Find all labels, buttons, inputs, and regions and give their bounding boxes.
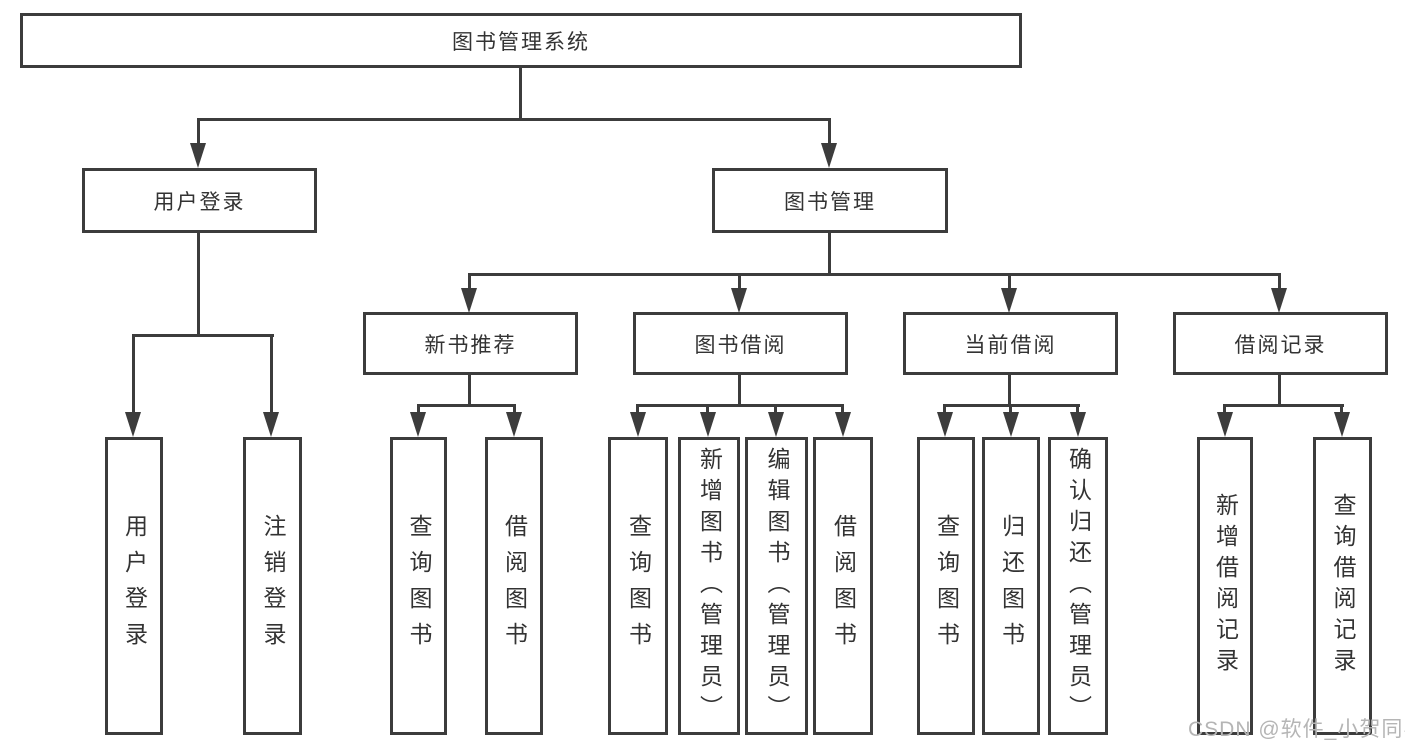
arrow-down-icon bbox=[821, 143, 837, 168]
leaf-add-books-admin: 新增图书（管理员） bbox=[678, 437, 740, 735]
connector-stub bbox=[1009, 404, 1012, 415]
arrow-down-icon bbox=[190, 143, 206, 168]
leaf-label: 查询借阅记录 bbox=[1330, 493, 1356, 679]
connector-stub-logout-leaf bbox=[270, 334, 273, 416]
connector-stub-book-borrow bbox=[738, 273, 741, 291]
connector-book-borrow-branch bbox=[636, 404, 844, 407]
connector-borrow-records-branch bbox=[1223, 404, 1344, 407]
arrow-down-icon bbox=[1070, 412, 1086, 437]
connector-stub bbox=[706, 404, 709, 415]
arrow-down-icon bbox=[937, 412, 953, 437]
leaf-user-login: 用户登录 bbox=[105, 437, 163, 735]
connector-stub bbox=[841, 404, 844, 415]
connector-stub-current-borrow bbox=[1008, 273, 1011, 291]
arrow-down-icon bbox=[630, 412, 646, 437]
connector-stub bbox=[774, 404, 777, 415]
connector-root-branch bbox=[197, 118, 831, 121]
leaf-borrow-books: 借阅图书 bbox=[813, 437, 873, 735]
connector-stub bbox=[1223, 404, 1226, 415]
connector-stub bbox=[1340, 404, 1343, 415]
arrow-down-icon bbox=[731, 288, 747, 313]
connector-root-stem bbox=[519, 66, 522, 121]
connector-user-login-stem bbox=[197, 233, 200, 337]
connector-borrow-records-stem bbox=[1278, 375, 1281, 407]
arrow-down-icon bbox=[1334, 412, 1350, 437]
connector-stub bbox=[1076, 404, 1079, 415]
node-user-login: 用户登录 bbox=[82, 168, 317, 233]
connector-stub-book-management bbox=[828, 118, 831, 148]
connector-stub bbox=[513, 404, 516, 415]
arrow-down-icon bbox=[1217, 412, 1233, 437]
connector-book-management-stem bbox=[828, 233, 831, 276]
arrow-down-icon bbox=[1001, 288, 1017, 313]
node-current-borrow: 当前借阅 bbox=[903, 312, 1118, 375]
leaf-edit-books-admin: 编辑图书（管理员） bbox=[745, 437, 808, 735]
leaf-label: 编辑图书（管理员） bbox=[764, 446, 790, 726]
node-book-management: 图书管理 bbox=[712, 168, 948, 233]
arrow-down-icon bbox=[835, 412, 851, 437]
leaf-add-borrow-record: 新增借阅记录 bbox=[1197, 437, 1253, 735]
leaf-label: 新增借阅记录 bbox=[1212, 493, 1239, 679]
leaf-label: 新增图书（管理员） bbox=[696, 446, 723, 726]
arrow-down-icon bbox=[768, 412, 784, 437]
connector-stub bbox=[636, 404, 639, 415]
connector-stub-user-login bbox=[197, 118, 200, 148]
leaf-query-books-current: 查询图书 bbox=[917, 437, 975, 735]
connector-new-book-branch bbox=[417, 404, 516, 407]
leaf-label: 查询图书 bbox=[406, 514, 432, 658]
csdn-watermark: CSDN @软件_小贺同学 bbox=[1188, 718, 1405, 741]
arrow-down-icon bbox=[125, 412, 141, 437]
arrow-down-icon bbox=[263, 412, 279, 437]
connector-stub bbox=[417, 404, 420, 415]
leaf-query-books-borrow: 查询图书 bbox=[608, 437, 668, 735]
arrow-down-icon bbox=[461, 288, 477, 313]
arrow-down-icon bbox=[1003, 412, 1019, 437]
connector-book-management-branch bbox=[468, 273, 1281, 276]
leaf-label: 借阅图书 bbox=[830, 514, 857, 658]
leaf-return-books: 归还图书 bbox=[982, 437, 1040, 735]
leaf-label: 归还图书 bbox=[998, 514, 1025, 658]
leaf-label: 用户登录 bbox=[121, 514, 148, 658]
connector-stub bbox=[943, 404, 946, 415]
arrow-down-icon bbox=[700, 412, 716, 437]
leaf-label: 查询图书 bbox=[625, 514, 652, 658]
leaf-logout: 注销登录 bbox=[243, 437, 302, 735]
node-book-borrow: 图书借阅 bbox=[633, 312, 848, 375]
arrow-down-icon bbox=[410, 412, 426, 437]
leaf-label: 借阅图书 bbox=[501, 514, 528, 658]
leaf-confirm-return-admin: 确认归还（管理员） bbox=[1048, 437, 1108, 735]
connector-book-borrow-stem bbox=[738, 375, 741, 407]
leaf-query-borrow-record: 查询借阅记录 bbox=[1313, 437, 1372, 735]
node-library-management-system: 图书管理系统 bbox=[20, 13, 1022, 68]
arrow-down-icon bbox=[506, 412, 522, 437]
leaf-label: 注销登录 bbox=[260, 514, 286, 658]
leaf-borrow-books-recommend: 借阅图书 bbox=[485, 437, 543, 735]
leaf-query-books-recommend: 查询图书 bbox=[390, 437, 447, 735]
leaf-label: 查询图书 bbox=[933, 514, 960, 658]
connector-current-borrow-stem bbox=[1008, 375, 1011, 407]
arrow-down-icon bbox=[1271, 288, 1287, 313]
node-new-book-recommend: 新书推荐 bbox=[363, 312, 578, 375]
connector-stub-borrow-records bbox=[1278, 273, 1281, 291]
connector-new-book-stem bbox=[468, 375, 471, 407]
leaf-label: 确认归还（管理员） bbox=[1065, 446, 1092, 726]
connector-stub-login-leaf bbox=[132, 334, 135, 416]
connector-stub-new-book bbox=[468, 273, 471, 291]
connector-user-login-branch bbox=[132, 334, 274, 337]
node-borrow-records: 借阅记录 bbox=[1173, 312, 1388, 375]
